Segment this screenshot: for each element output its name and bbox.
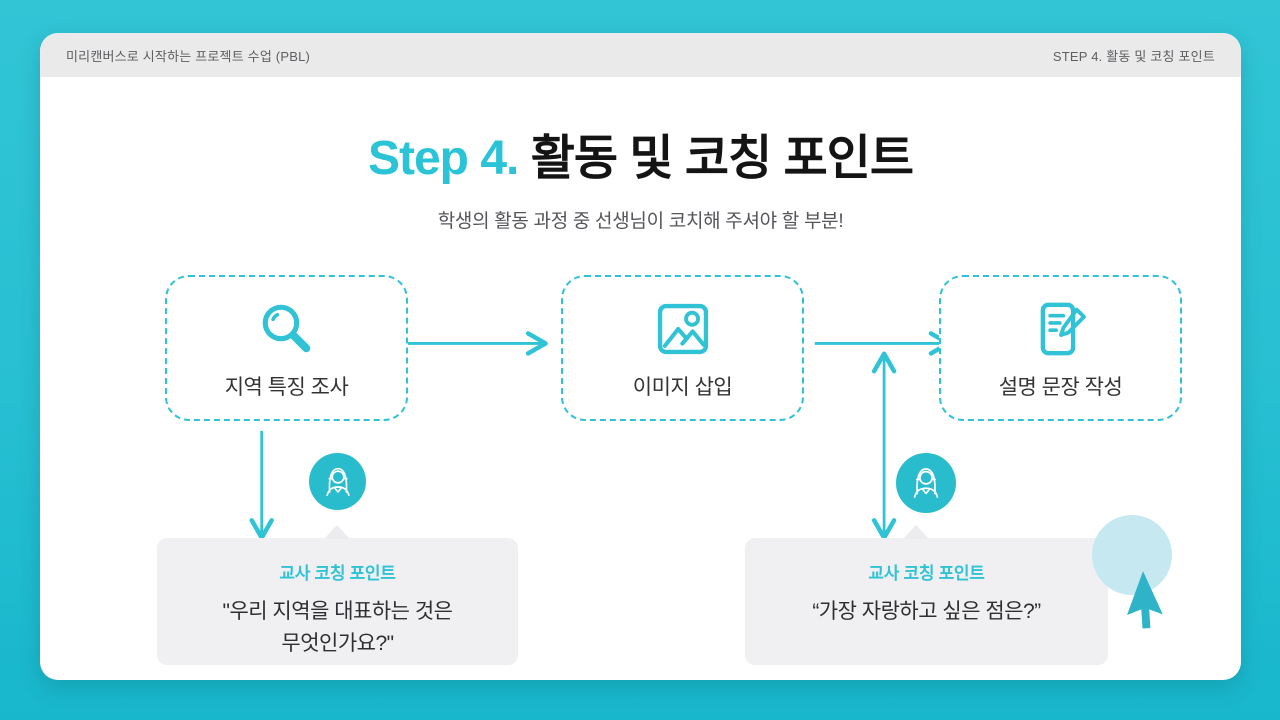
callout-pointer [324,525,350,539]
header-left-text: 미리캔버스로 시작하는 프로젝트 수업 (PBL) [66,48,311,64]
flow-step-image-insert: 이미지 삽입 [561,275,804,421]
slide-card: 미리캔버스로 시작하는 프로젝트 수업 (PBL) STEP 4. 활동 및 코… [40,33,1241,680]
callout-title: 교사 코칭 포인트 [279,564,396,583]
callout-text-line: 무엇인가요?" [281,631,394,655]
cursor-arrow-icon [1127,571,1163,629]
document-edit-icon [1040,302,1086,355]
callout-pointer [903,525,929,539]
header-right-text: STEP 4. 활동 및 코칭 포인트 [1052,48,1215,64]
teacher-avatar-icon [896,453,956,513]
flow-step-label: 이미지 삽입 [632,375,733,399]
callout-text: "우리 지역을 대표하는 것은 무엇인가요?" [157,596,518,659]
magnifier-icon [262,304,310,352]
coaching-callout-2: 교사 코칭 포인트 “가장 자랑하고 싶은 점은?” [745,525,1108,665]
page-title: Step 4. 활동 및 코칭 포인트 [40,129,1241,189]
callout-title: 교사 코칭 포인트 [868,564,985,583]
page-title-step: Step 4. [367,132,519,185]
flow-step-label: 지역 특징 조사 [224,375,349,399]
cursor-highlight-circle [1092,515,1172,595]
page-title-main: 활동 및 코칭 포인트 [518,132,914,185]
flow-step-region-research: 지역 특징 조사 [165,275,408,421]
flow-step-label: 설명 문장 작성 [998,375,1123,399]
teacher-avatar-icon [309,453,366,510]
coaching-callout-1: 교사 코칭 포인트 "우리 지역을 대표하는 것은 무엇인가요?" [157,525,518,665]
callout-text: “가장 자랑하고 싶은 점은?” [745,596,1108,628]
image-icon [657,303,708,354]
page-subtitle: 학생의 활동 과정 중 선생님이 코치해 주셔야 할 부분! [437,211,844,232]
flow-step-write-sentence: 설명 문장 작성 [939,275,1182,421]
callout-text-line: "우리 지역을 대표하는 것은 [222,600,453,623]
slide-header-bar: 미리캔버스로 시작하는 프로젝트 수업 (PBL) STEP 4. 활동 및 코… [40,33,1241,77]
callout-text-line: “가장 자랑하고 싶은 점은?” [812,600,1041,623]
